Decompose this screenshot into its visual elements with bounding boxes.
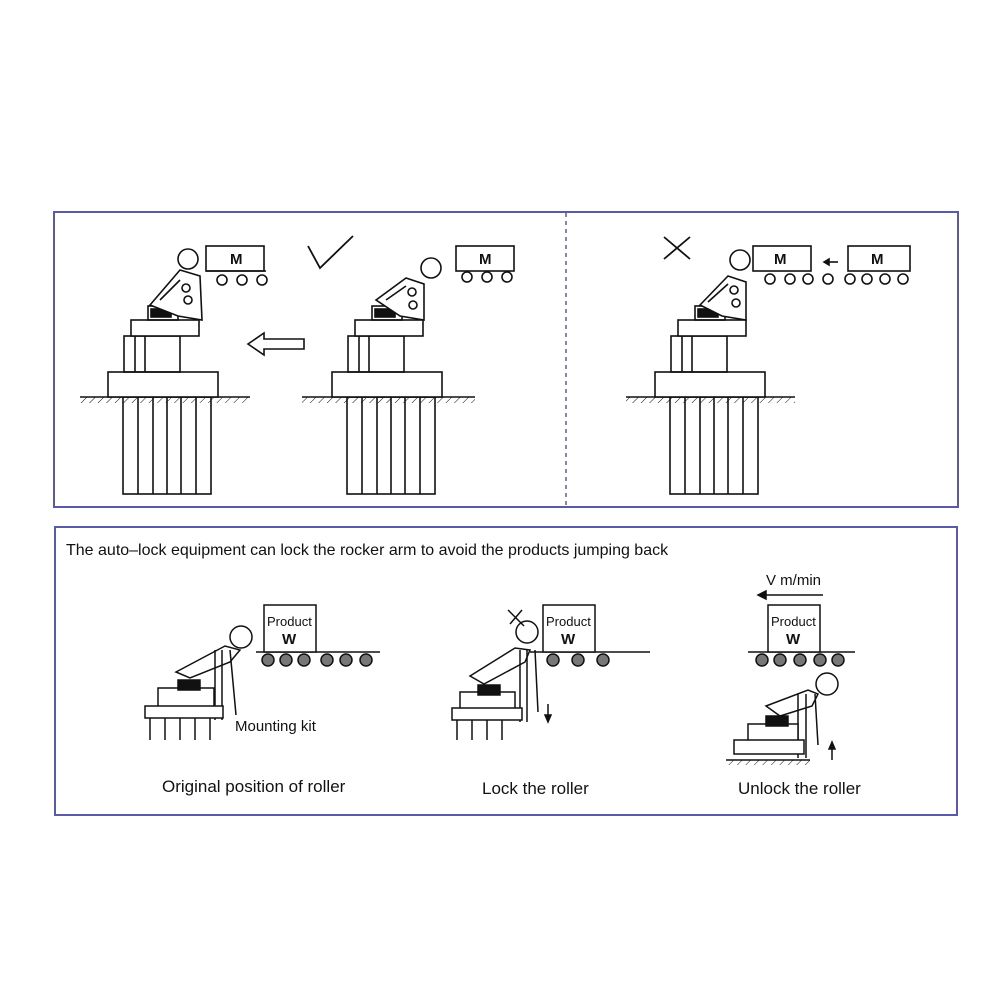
move-left-arrow-icon — [246, 331, 305, 357]
box-label-m-1: M — [230, 251, 243, 268]
auto-lock-heading: The auto–lock equipment can lock the roc… — [66, 542, 669, 559]
mounting-kit-label: Mounting kit — [235, 718, 317, 735]
weight-label-1: W — [282, 631, 297, 648]
scene-unlock-roller — [726, 589, 855, 765]
product-label-2: Product — [546, 614, 591, 629]
product-label-3: Product — [771, 614, 816, 629]
box-label-m-4: M — [871, 251, 884, 268]
caption-unlock-roller: Unlock the roller — [738, 779, 861, 798]
stopper-unit-3 — [626, 245, 911, 495]
check-mark-icon — [307, 235, 354, 270]
caption-original-position: Original position of roller — [162, 777, 346, 796]
bottom-panel — [54, 526, 958, 816]
product-label-1: Product — [267, 614, 312, 629]
weight-label-3: W — [786, 631, 801, 648]
speed-label: V m/min — [766, 572, 821, 589]
scene-lock-roller — [451, 604, 650, 740]
caption-lock-roller: Lock the roller — [482, 779, 589, 798]
top-panel — [53, 211, 959, 508]
scene-original-position — [144, 604, 380, 740]
weight-label-2: W — [561, 631, 576, 648]
stopper-unit-2 — [302, 245, 515, 495]
box-label-m-2: M — [479, 251, 492, 268]
stopper-unit-1 — [80, 245, 268, 495]
box-label-m-3: M — [774, 251, 787, 268]
wrong-mark-icon — [663, 236, 691, 260]
